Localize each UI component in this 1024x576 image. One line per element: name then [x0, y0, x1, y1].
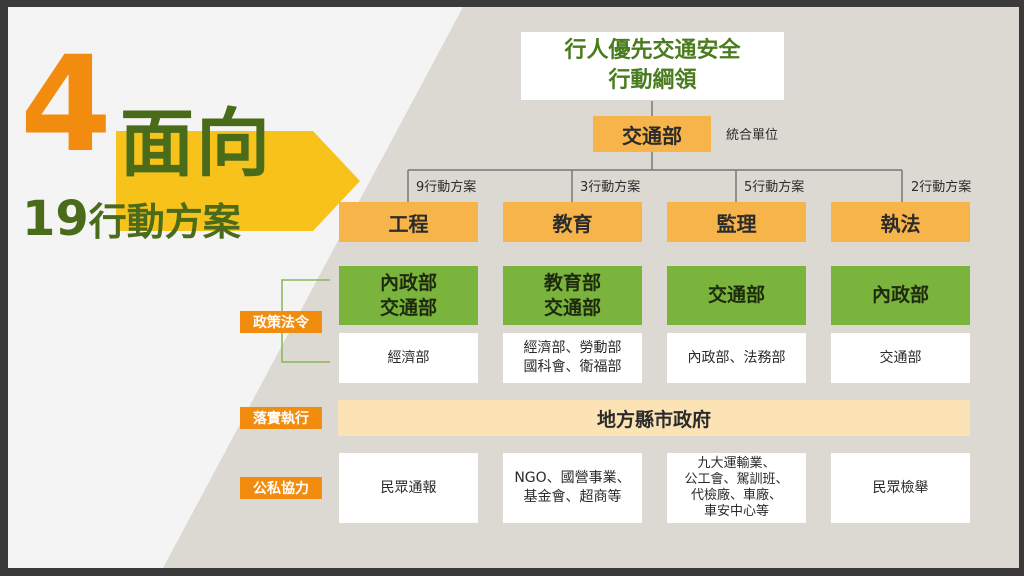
branch-2-lead-agencies: 教育部 交通部 [503, 266, 642, 325]
branch-3-name: 監理 [667, 202, 806, 242]
program-title-line1: 行人優先交通安全 [564, 38, 741, 63]
partner-line: 代檢廠、車廠、 [690, 488, 782, 503]
row-tag-implementation: 落實執行 [240, 407, 322, 429]
branch-1-support-agencies: 經濟部 [339, 333, 478, 383]
partner-line: 九大運輸業、 [697, 456, 776, 471]
lead-agency: 交通部 [379, 296, 437, 319]
program-title-box: 行人優先交通安全 行動綱領 [520, 31, 785, 101]
lead-agency: 交通部 [543, 296, 601, 319]
partner-line: 民眾通報 [380, 479, 437, 496]
program-title-line2: 行動綱領 [608, 68, 697, 93]
branch-2-support-agencies: 經濟部、勞動部 國科會、衛福部 [503, 333, 642, 383]
facet-number: 4 [20, 28, 112, 182]
branch-1-plan-count: 9行動方案 [416, 180, 477, 195]
branch-1-lead-agencies: 內政部 交通部 [339, 266, 478, 325]
partner-line: 車安中心等 [703, 504, 769, 519]
implementation-bar: 地方縣市政府 [338, 400, 970, 436]
partner-line: 民眾檢舉 [872, 479, 929, 496]
branch-2-plan-count: 3行動方案 [580, 180, 641, 195]
branch-4-support-agencies: 交通部 [831, 333, 970, 383]
lead-ministry-note: 統合單位 [726, 128, 779, 143]
lead-agency: 交通部 [707, 284, 765, 306]
branch-4-partners: 民眾檢舉 [831, 453, 970, 523]
support-agency-line: 經濟部、勞動部 [523, 340, 622, 356]
branch-4-plan-count: 2行動方案 [911, 180, 972, 195]
branch-4-name: 執法 [831, 202, 970, 242]
branch-2-partners: NGO、國營事業、 基金會、超商等 [503, 453, 642, 523]
branch-3-support-agencies: 內政部、法務部 [667, 333, 806, 383]
lead-ministry-box: 交通部 [593, 116, 711, 152]
row-tag-cooperation: 公私協力 [240, 477, 322, 499]
facet-label: 面向 [120, 101, 272, 187]
support-agency-line: 交通部 [879, 349, 922, 366]
lead-agency: 內政部 [871, 284, 929, 306]
support-agency-line: 內政部、法務部 [687, 349, 786, 366]
partner-line: 公工會、駕訓班、 [684, 472, 789, 487]
plan-count-text: 行動方案 [88, 200, 241, 244]
branch-3-plan-count: 5行動方案 [744, 180, 805, 195]
plan-count-headline: 19行動方案 [22, 195, 241, 243]
branch-1-partners: 民眾通報 [339, 453, 478, 523]
slide: 4 面向 19行動方案 行人優先交通安全 行動綱領 交通部 統合單位 9行動方案… [8, 7, 1019, 568]
plan-count-number: 19 [22, 191, 89, 247]
row-tag-policy: 政策法令 [240, 311, 322, 333]
lead-agency: 教育部 [543, 271, 601, 294]
partner-line: NGO、國營事業、 [514, 470, 631, 486]
branch-1-name: 工程 [339, 202, 478, 242]
branch-3-partners: 九大運輸業、 公工會、駕訓班、 代檢廠、車廠、 車安中心等 [667, 453, 806, 523]
branch-3-lead-agencies: 交通部 [667, 266, 806, 325]
support-agency-line: 國科會、衛福部 [523, 359, 622, 375]
support-agency-line: 經濟部 [387, 349, 430, 366]
partner-line: 基金會、超商等 [523, 489, 622, 505]
lead-agency: 內政部 [379, 271, 437, 294]
yellow-arrow-shape [116, 131, 360, 231]
branch-2-name: 教育 [503, 202, 642, 242]
branch-4-lead-agencies: 內政部 [831, 266, 970, 325]
